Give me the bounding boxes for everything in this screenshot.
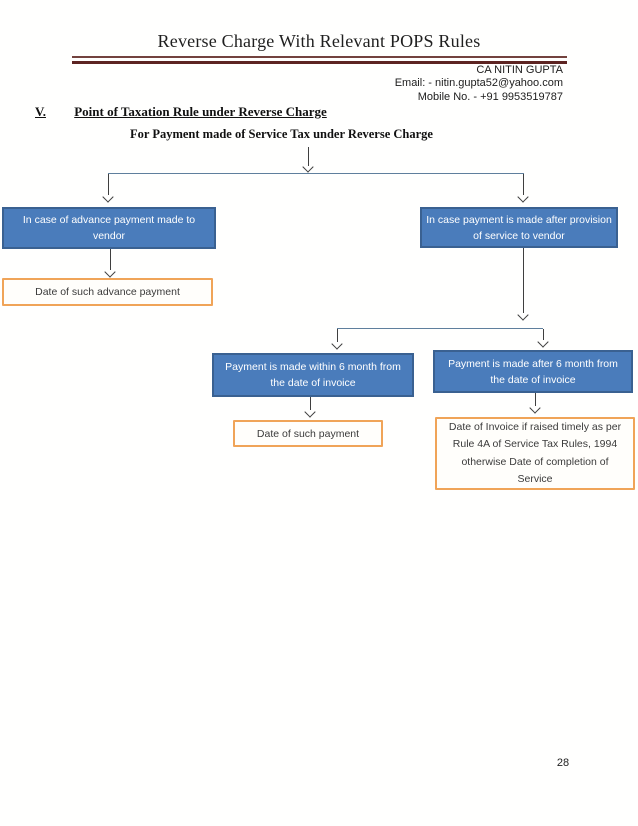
title-divider xyxy=(72,56,567,64)
connector-mid-left-drop xyxy=(337,329,338,342)
flow-node-within-6-month: Payment is made within 6 month from the … xyxy=(212,353,414,397)
connector-advance-to-date xyxy=(110,249,111,270)
arrow-down-icon xyxy=(331,338,343,350)
connector-top-horizontal xyxy=(108,173,524,174)
connector-provision-down xyxy=(523,248,524,313)
contact-block: CA NITIN GUPTA Email: - nitin.gupta52@ya… xyxy=(395,64,563,104)
flowchart-title: For Payment made of Service Tax under Re… xyxy=(130,127,433,141)
arrow-down-icon xyxy=(529,402,541,414)
flow-node-date-of-invoice: Date of Invoice if raised timely as per … xyxy=(435,417,635,490)
flow-node-date-advance-payment: Date of such advance payment xyxy=(2,278,213,306)
arrow-down-icon xyxy=(302,161,314,173)
contact-name: CA NITIN GUPTA xyxy=(476,64,563,76)
connector-mid-horizontal xyxy=(337,328,543,329)
connector-right-drop xyxy=(523,174,524,195)
connector-root-vertical xyxy=(308,147,309,166)
page-number: 28 xyxy=(556,757,570,769)
connector-after-to-date xyxy=(535,393,536,406)
flow-node-advance-payment: In case of advance payment made to vendo… xyxy=(2,207,216,249)
arrow-down-icon xyxy=(104,266,116,278)
arrow-down-icon xyxy=(102,191,114,203)
page-title: Reverse Charge With Relevant POPS Rules xyxy=(157,31,481,51)
connector-left-drop xyxy=(108,174,109,195)
flow-node-after-6-month: Payment is made after 6 month from the d… xyxy=(433,350,633,393)
contact-mobile: Mobile No. - +91 9953519787 xyxy=(417,90,563,103)
arrow-down-icon xyxy=(537,336,549,348)
arrow-down-icon xyxy=(517,191,529,203)
section-heading: V. Point of Taxation Rule under Reverse … xyxy=(35,104,327,120)
section-title: Point of Taxation Rule under Reverse Cha… xyxy=(74,104,327,119)
arrow-down-icon xyxy=(304,406,316,418)
connector-mid-right-drop xyxy=(543,329,544,340)
contact-email: Email: - nitin.gupta52@yahoo.com xyxy=(394,77,563,90)
flow-node-date-such-payment: Date of such payment xyxy=(233,420,383,447)
section-number: V. xyxy=(35,104,46,119)
flow-node-after-provision: In case payment is made after provision … xyxy=(420,207,618,248)
connector-within-to-date xyxy=(310,397,311,410)
arrow-down-icon xyxy=(517,309,529,321)
